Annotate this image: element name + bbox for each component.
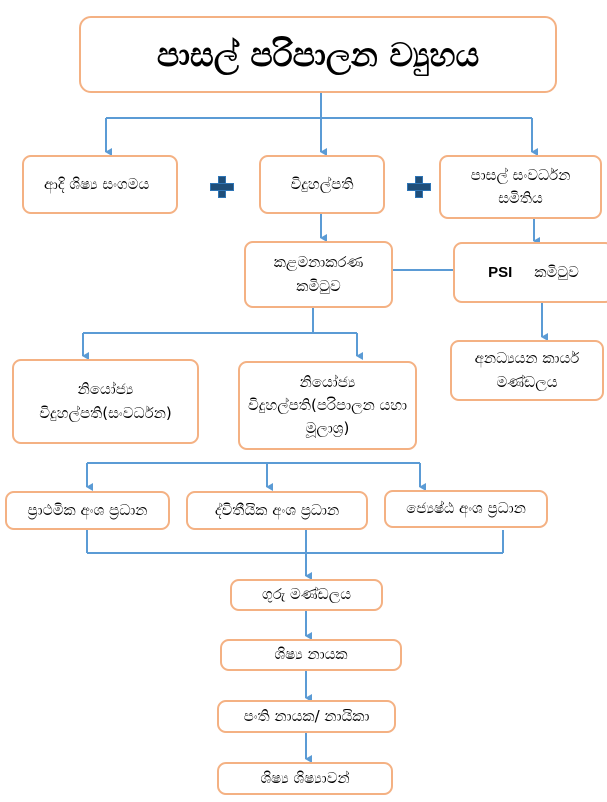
node-students: ශිෂ්‍ය ශිෂ්‍යාවන් — [217, 762, 393, 795]
node-sdc: පාසල් සංවර්ධන සමිතිය — [439, 155, 602, 219]
node-label: කළමනාකරණ කමිටුව — [273, 253, 364, 295]
plus-icon — [210, 176, 234, 198]
node-label: ශිෂ්‍ය නායක — [274, 645, 348, 664]
page-title: පාසල් පරිපාලන ව්‍යුහය — [156, 34, 480, 74]
node-management-committee: කළමනාකරණ කමිටුව — [244, 241, 393, 308]
node-senior-head: ජ්‍යෙෂ්ඨ අංශ ප්‍රධාන — [384, 490, 548, 528]
node-past-pupils: ආදි ශිෂ්‍ය සංගමය — [22, 155, 178, 214]
title-box: පාසල් පරිපාලන ව්‍යුහය — [79, 16, 557, 93]
node-label: අනධ්‍යයන කාර්ය මණ්ඩලය — [474, 349, 580, 391]
node-deputy-development: නියෝජ්‍ය විදුහල්පති(සංවර්ධන) — [12, 359, 199, 444]
node-label-psi: PSI — [488, 263, 513, 281]
node-sdec: අනධ්‍යයන කාර්ය මණ්ඩලය — [450, 340, 604, 401]
node-label: ද්විතීයික අංශ ප්‍රධාන — [214, 500, 340, 519]
node-label: කමිටුව — [534, 262, 579, 281]
node-prefects: ශිෂ්‍ය නායක — [220, 639, 402, 671]
node-secondary-head: ද්විතීයික අංශ ප්‍රධාන — [186, 491, 368, 530]
node-label: ගුරු මණ්ඩලය — [261, 585, 351, 604]
node-label: පංති නායක/ නායිකා — [243, 706, 370, 725]
node-label: ප්‍රාථමික අංශ ප්‍රධාන — [27, 500, 148, 519]
node-teaching-staff: ගුරු මණ්ඩලය — [230, 579, 383, 611]
node-label: ශිෂ්‍ය ශිෂ්‍යාවන් — [260, 768, 350, 787]
node-label: නියෝජ්‍ය විදුහල්පති(පරිපාලන යහා මූලාශ්‍ර… — [247, 372, 408, 438]
node-class-monitors: පංති නායක/ නායිකා — [217, 700, 396, 733]
plus-icon — [407, 176, 431, 198]
node-principal: විදුහල්පති — [259, 155, 385, 214]
node-label: ජ්‍යෙෂ්ඨ අංශ ප්‍රධාන — [406, 499, 526, 518]
node-label: පාසල් සංවර්ධන සමිතිය — [470, 165, 571, 207]
node-deputy-administration: නියෝජ්‍ය විදුහල්පති(පරිපාලන යහා මූලාශ්‍ර… — [238, 361, 417, 450]
node-psi-committee: PSI කමිටුව — [453, 242, 607, 303]
node-label: නියෝජ්‍ය විදුහල්පති(සංවර්ධන) — [39, 380, 172, 422]
node-label: විදුහල්පති — [290, 174, 354, 193]
node-label: ආදි ශිෂ්‍ය සංගමය — [44, 174, 150, 193]
node-primary-head: ප්‍රාථමික අංශ ප්‍රධාන — [5, 491, 170, 530]
